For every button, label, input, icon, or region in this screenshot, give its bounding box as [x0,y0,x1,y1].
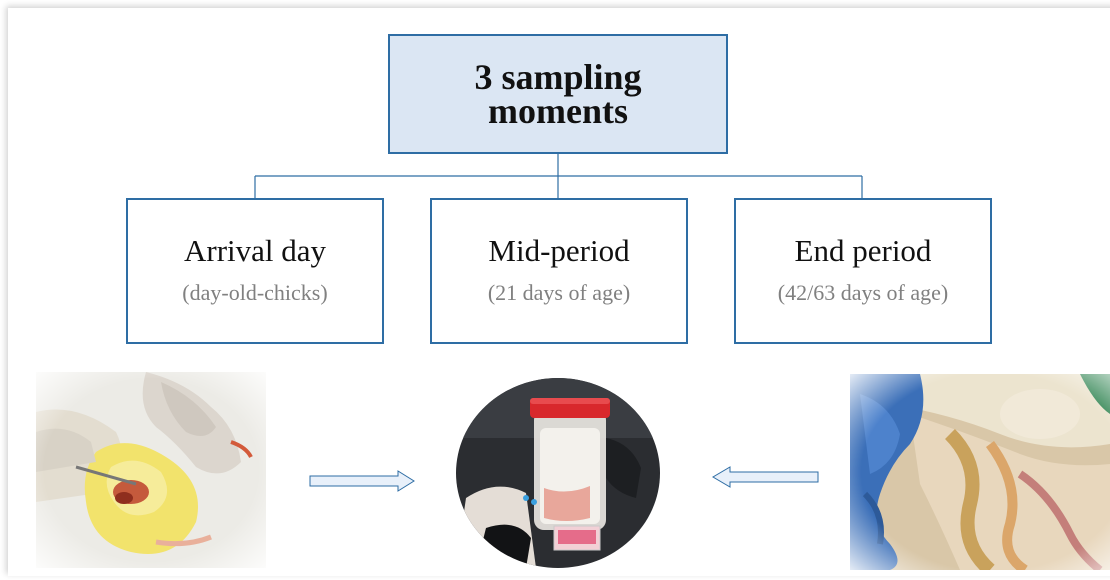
phase-name: Arrival day [183,233,327,268]
phase-detail: (42/63 days of age) [777,280,949,305]
phase-box-mid: Mid-period (21 days of age) [430,198,688,344]
intestine-dissection-photo [850,374,1110,570]
title-line-2: moments [488,91,628,131]
arrow-left-icon [712,466,819,488]
title-line-1: 3 sampling [474,57,642,97]
arrow-right-icon [309,470,415,492]
sample-container-photo [456,378,660,568]
title-box: 3 sampling moments [388,34,728,154]
phase-name: End period [794,233,932,268]
phase-box-end: End period (42/63 days of age) [734,198,992,344]
chick-dissection-photo [36,372,266,568]
phase-detail: (21 days of age) [487,280,631,305]
phase-detail: (day-old-chicks) [182,280,328,305]
phase-box-arrival: Arrival day (day-old-chicks) [126,198,384,344]
phase-name: Mid-period [488,233,630,268]
